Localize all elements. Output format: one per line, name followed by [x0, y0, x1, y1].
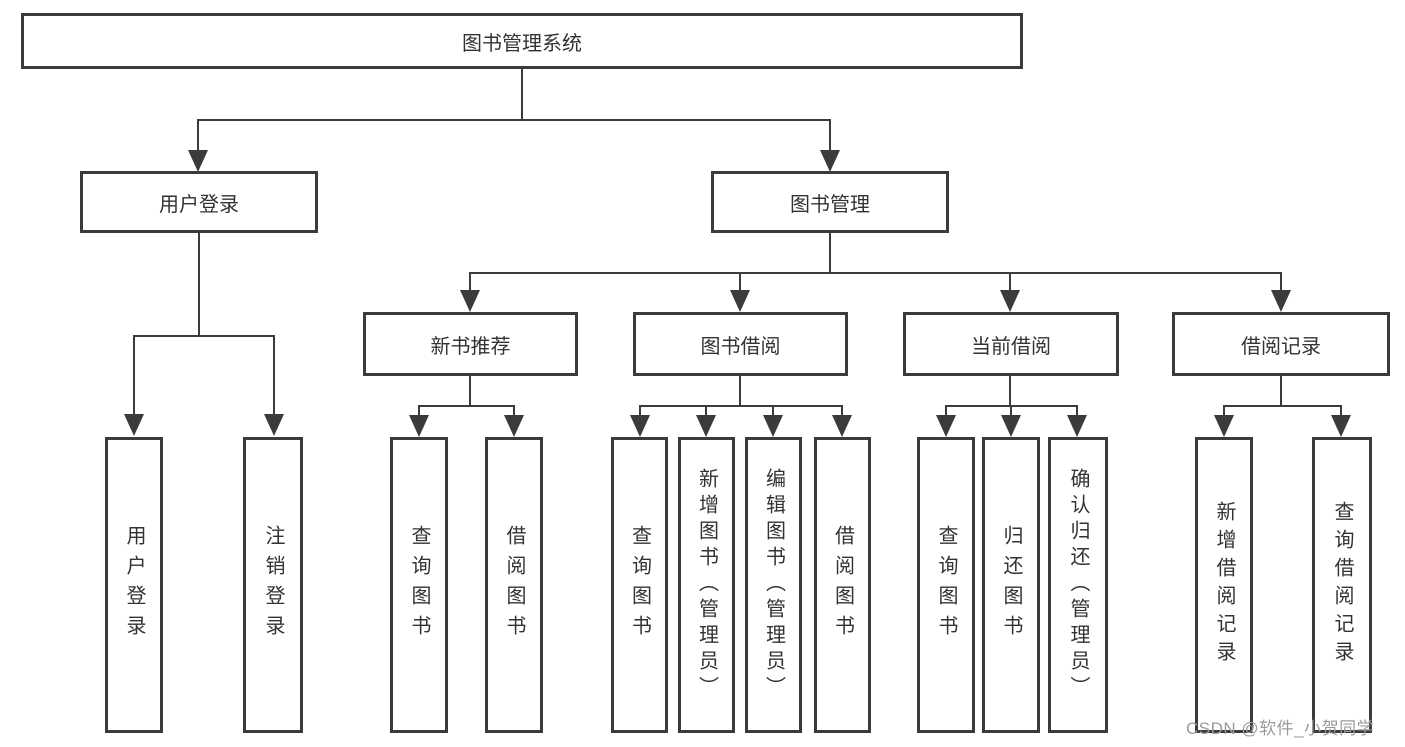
leaf-current-query: 查询图书	[917, 437, 975, 733]
arrowhead-down-icon	[763, 415, 783, 437]
connector-l2-left-stem	[197, 119, 199, 152]
connector-currentborrow-leaf-stem-1	[945, 405, 947, 417]
node-root: 图书管理系统	[21, 13, 1023, 69]
leaf-record-add-label: 新增借阅记录	[1213, 501, 1235, 669]
leaf-record-query-label: 查询借阅记录	[1331, 501, 1353, 669]
connector-l3-stem-3	[1009, 272, 1011, 292]
arrowhead-down-icon	[188, 150, 208, 172]
arrowhead-down-icon	[1000, 290, 1020, 312]
connector-currentborrow-leaf-stem-3	[1076, 405, 1078, 417]
connector-bookborrow-stem	[739, 376, 741, 407]
node-user-login-label: 用户登录	[159, 193, 239, 216]
arrowhead-down-icon	[264, 414, 284, 436]
node-new-book-recommend: 新书推荐	[363, 312, 578, 376]
node-current-borrow: 当前借阅	[903, 312, 1119, 376]
connector-newbook-leaf-stem-1	[418, 405, 420, 417]
leaf-borrow-query: 查询图书	[611, 437, 668, 733]
leaf-logout: 注销登录	[243, 437, 303, 733]
arrowhead-down-icon	[504, 415, 524, 437]
connector-l3-bracket	[470, 272, 1282, 274]
leaf-record-query: 查询借阅记录	[1312, 437, 1372, 733]
arrowhead-down-icon	[1331, 415, 1351, 437]
connector-bookborrow-leaf-stem-3	[772, 405, 774, 417]
leaf-borrow-add-admin: 新增图书（管理员）	[678, 437, 735, 733]
connector-currentborrow-leaf-stem-2	[1010, 405, 1012, 417]
arrowhead-down-icon	[1001, 415, 1021, 437]
arrowhead-down-icon	[696, 415, 716, 437]
arrowhead-down-icon	[1214, 415, 1234, 437]
connector-borrowrecord-leaf-stem-1	[1223, 405, 1225, 417]
connector-bookmgmt-stem	[829, 233, 831, 274]
leaf-return-book: 归还图书	[982, 437, 1040, 733]
arrowhead-down-icon	[409, 415, 429, 437]
connector-l3-stem-4	[1280, 272, 1282, 292]
node-root-label: 图书管理系统	[462, 32, 582, 55]
arrowhead-down-icon	[730, 290, 750, 312]
connector-root-stem	[521, 69, 523, 120]
node-borrow-record-label: 借阅记录	[1241, 335, 1321, 358]
leaf-borrow-book: 借阅图书	[814, 437, 871, 733]
leaf-newbook-borrow: 借阅图书	[485, 437, 543, 733]
leaf-user-login: 用户登录	[105, 437, 163, 733]
connector-bookborrow-bracket	[640, 405, 843, 407]
leaf-borrow-book-label: 借阅图书	[831, 525, 854, 645]
arrowhead-down-icon	[1067, 415, 1087, 437]
leaf-return-book-label: 归还图书	[1000, 525, 1022, 645]
leaf-record-add: 新增借阅记录	[1195, 437, 1253, 733]
node-book-borrow-label: 图书借阅	[700, 335, 781, 358]
leaf-current-query-label: 查询图书	[935, 525, 957, 645]
connector-l3-stem-1	[469, 272, 471, 292]
node-book-management: 图书管理	[711, 171, 949, 233]
node-new-book-recommend-label: 新书推荐	[430, 335, 511, 358]
leaf-newbook-query-label: 查询图书	[408, 525, 430, 645]
leaf-confirm-return-admin: 确认归还（管理员）	[1048, 437, 1108, 733]
connector-userlogin-leaf-stem-1	[133, 335, 135, 416]
leaf-newbook-query: 查询图书	[390, 437, 448, 733]
leaf-borrow-add-admin-label: 新增图书（管理员）	[695, 468, 718, 702]
arrowhead-down-icon	[460, 290, 480, 312]
node-book-borrow: 图书借阅	[633, 312, 848, 376]
arrowhead-down-icon	[630, 415, 650, 437]
arrowhead-down-icon	[820, 150, 840, 172]
connector-newbook-bracket	[419, 405, 515, 407]
connector-borrowrecord-leaf-stem-2	[1340, 405, 1342, 417]
connector-borrowrecord-stem	[1280, 376, 1282, 407]
leaf-confirm-return-admin-label: 确认归还（管理员）	[1067, 468, 1089, 702]
connector-userlogin-stem	[198, 233, 200, 337]
connector-borrowrecord-bracket	[1224, 405, 1342, 407]
connector-bookborrow-leaf-stem-4	[841, 405, 843, 417]
arrowhead-down-icon	[832, 415, 852, 437]
node-book-management-label: 图书管理	[790, 193, 870, 216]
leaf-borrow-query-label: 查询图书	[628, 525, 651, 645]
connector-currentborrow-bracket	[946, 405, 1078, 407]
arrowhead-down-icon	[936, 415, 956, 437]
connector-currentborrow-stem	[1009, 376, 1011, 407]
connector-bookborrow-leaf-stem-1	[639, 405, 641, 417]
leaf-borrow-edit-admin-label: 编辑图书（管理员）	[762, 468, 785, 702]
leaf-borrow-edit-admin: 编辑图书（管理员）	[745, 437, 802, 733]
connector-l2-bracket	[197, 119, 831, 121]
connector-newbook-stem	[469, 376, 471, 407]
arrowhead-down-icon	[1271, 290, 1291, 312]
csdn-watermark: CSDN @软件_小贺同学	[1186, 719, 1375, 738]
connector-l2-right-stem	[829, 119, 831, 152]
arrowhead-down-icon	[124, 414, 144, 436]
connector-userlogin-bracket	[133, 335, 275, 337]
leaf-logout-label: 注销登录	[262, 525, 284, 645]
node-borrow-record: 借阅记录	[1172, 312, 1390, 376]
node-user-login: 用户登录	[80, 171, 318, 233]
connector-l3-stem-2	[739, 272, 741, 292]
connector-bookborrow-leaf-stem-2	[705, 405, 707, 417]
leaf-newbook-borrow-label: 借阅图书	[503, 525, 525, 645]
leaf-user-login-label: 用户登录	[123, 525, 145, 645]
node-current-borrow-label: 当前借阅	[971, 335, 1051, 358]
connector-newbook-leaf-stem-2	[513, 405, 515, 417]
connector-userlogin-leaf-stem-2	[273, 335, 275, 416]
